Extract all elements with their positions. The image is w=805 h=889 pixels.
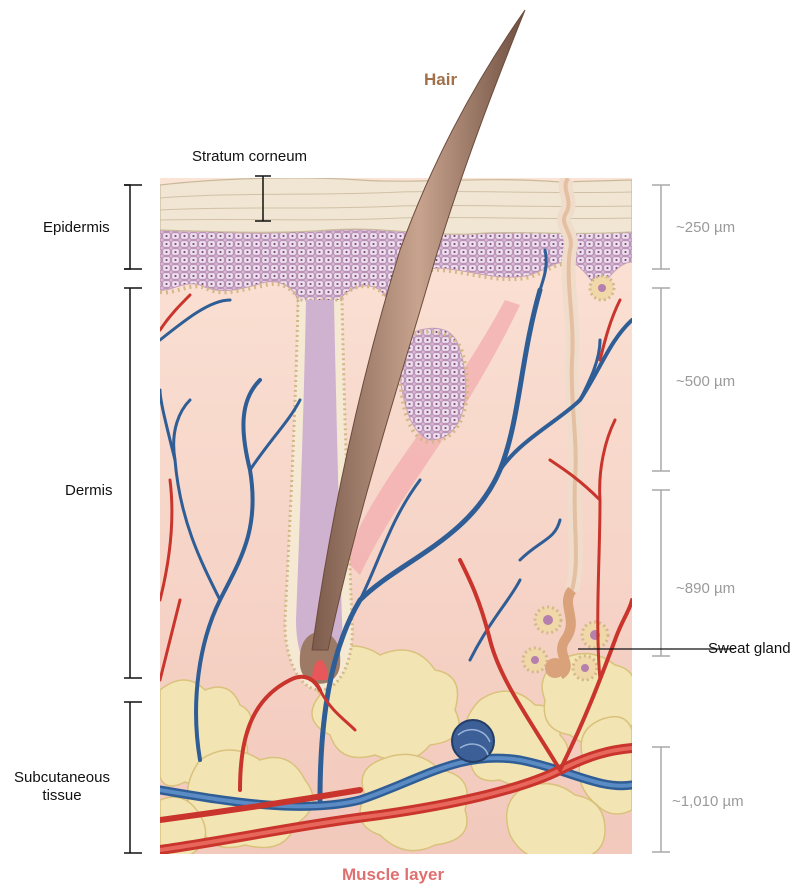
dermis-label: Dermis	[65, 482, 113, 500]
layer-brackets	[124, 185, 142, 853]
upper-dermis-thickness: ~500 µm	[676, 373, 735, 391]
lymph-node	[452, 720, 494, 762]
epidermis-thickness: ~250 µm	[676, 219, 735, 237]
lower-dermis-thickness: ~890 µm	[676, 580, 735, 598]
subcutaneous-tissue-label: Subcutaneous tissue	[8, 769, 116, 805]
stratum-corneum-label: Stratum corneum	[192, 148, 307, 166]
subcutaneous-thickness: ~1,010 µm	[672, 793, 744, 811]
muscle-layer-label: Muscle layer	[342, 865, 444, 885]
thickness-brackets	[652, 185, 670, 852]
hair-label: Hair	[424, 70, 457, 90]
sweat-gland-label: Sweat gland	[708, 640, 791, 658]
epidermis-label: Epidermis	[43, 219, 110, 237]
